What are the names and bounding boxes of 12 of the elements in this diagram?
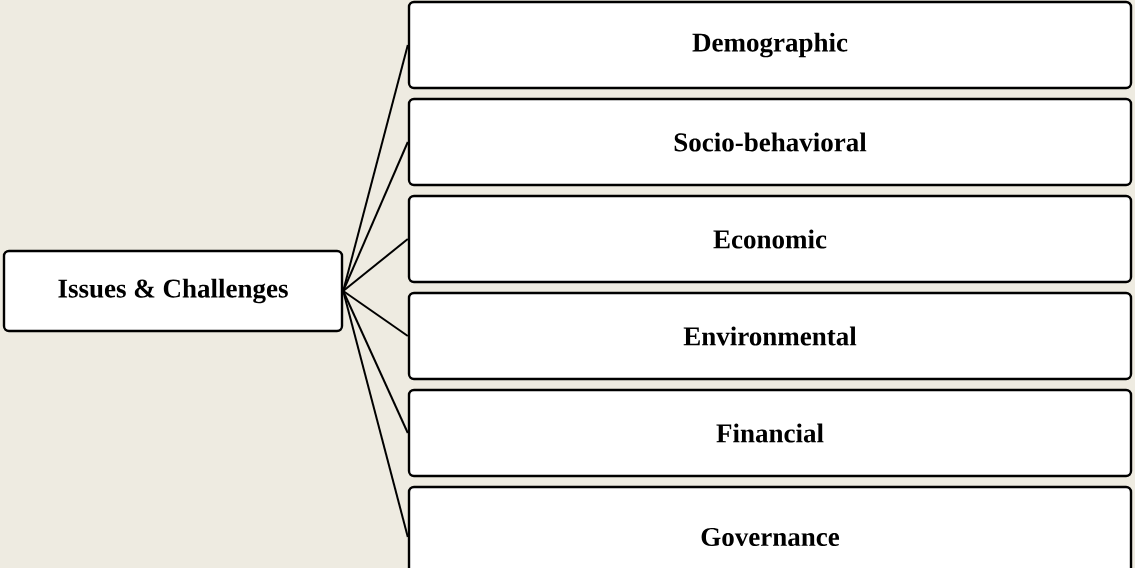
connector-line	[342, 238, 409, 292]
connector-line	[342, 290, 409, 538]
topic-box: Issues & Challenges	[2, 249, 344, 333]
category-box: Environmental	[407, 291, 1133, 381]
category-box: Socio-behavioral	[407, 97, 1133, 187]
category-box: Demographic	[407, 0, 1133, 90]
category-box: Economic	[407, 194, 1133, 284]
category-box: Financial	[407, 388, 1133, 478]
connector-line	[342, 290, 409, 434]
connector-line	[342, 141, 409, 292]
category-box: Governance	[407, 485, 1133, 568]
connector-line	[342, 290, 409, 337]
